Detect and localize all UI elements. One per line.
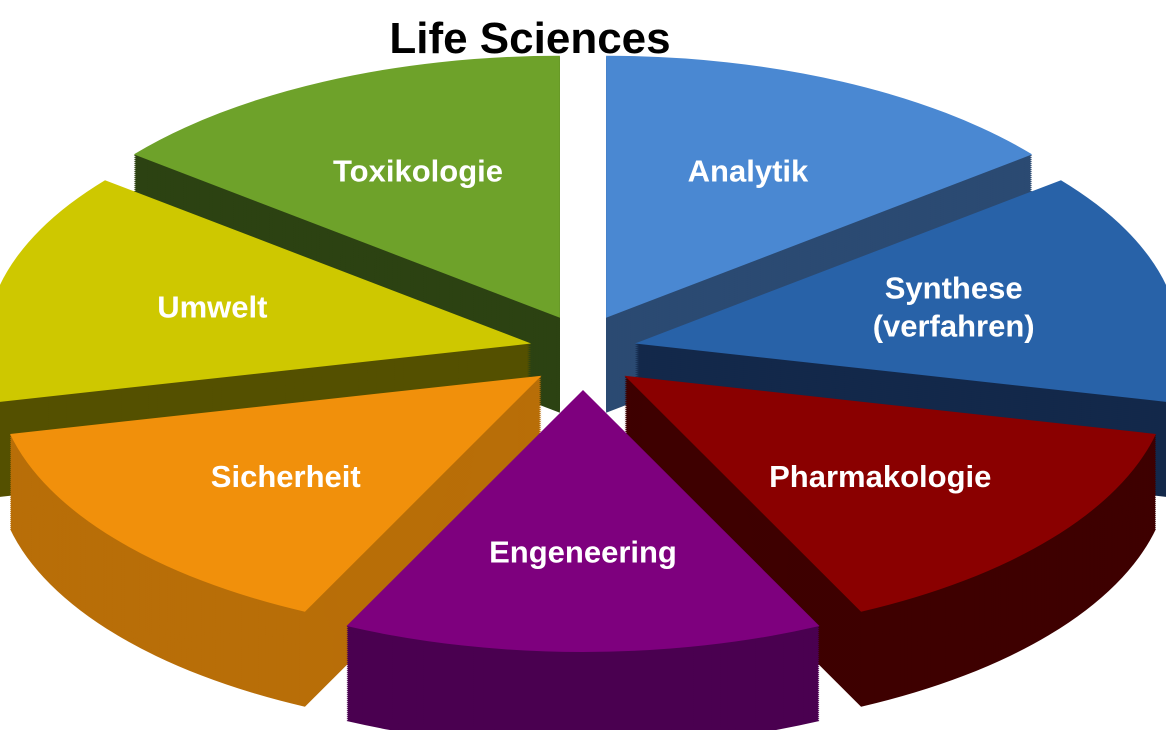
chart-title: Life Sciences <box>389 14 671 63</box>
slice-top-face <box>624 375 1156 612</box>
slice-label: Sicherheit <box>211 459 361 494</box>
pie-slice-engeneering: Engeneering <box>346 390 820 730</box>
slice-label: Umwelt <box>157 289 267 324</box>
slice-label-line: Synthese <box>885 270 1023 305</box>
slice-label-line: Umwelt <box>157 289 267 324</box>
slice-top-face <box>606 55 1033 318</box>
slice-label-line: (verfahren) <box>873 308 1035 343</box>
pie-slice-pharmakologie: Pharmakologie <box>624 375 1156 707</box>
pie-slice-toxikologie: Toxikologie <box>133 55 560 413</box>
slice-label-line: Engeneering <box>489 534 677 569</box>
slice-top-face <box>634 180 1166 402</box>
slice-top-face <box>0 180 532 402</box>
slice-label: Engeneering <box>489 534 677 569</box>
slice-label: Pharmakologie <box>769 459 991 494</box>
slice-label-line: Analytik <box>688 153 809 188</box>
slice-label-line: Toxikologie <box>333 153 503 188</box>
pie-slice-sicherheit: Sicherheit <box>10 375 542 707</box>
slice-label: Analytik <box>688 153 809 188</box>
slice-label: Toxikologie <box>333 153 503 188</box>
slice-label: Synthese(verfahren) <box>873 270 1035 343</box>
slice-top-face <box>346 390 820 652</box>
slice-label-line: Sicherheit <box>211 459 361 494</box>
slice-top-face <box>10 375 542 612</box>
slice-label-line: Pharmakologie <box>769 459 991 494</box>
slice-top-face <box>133 55 560 318</box>
